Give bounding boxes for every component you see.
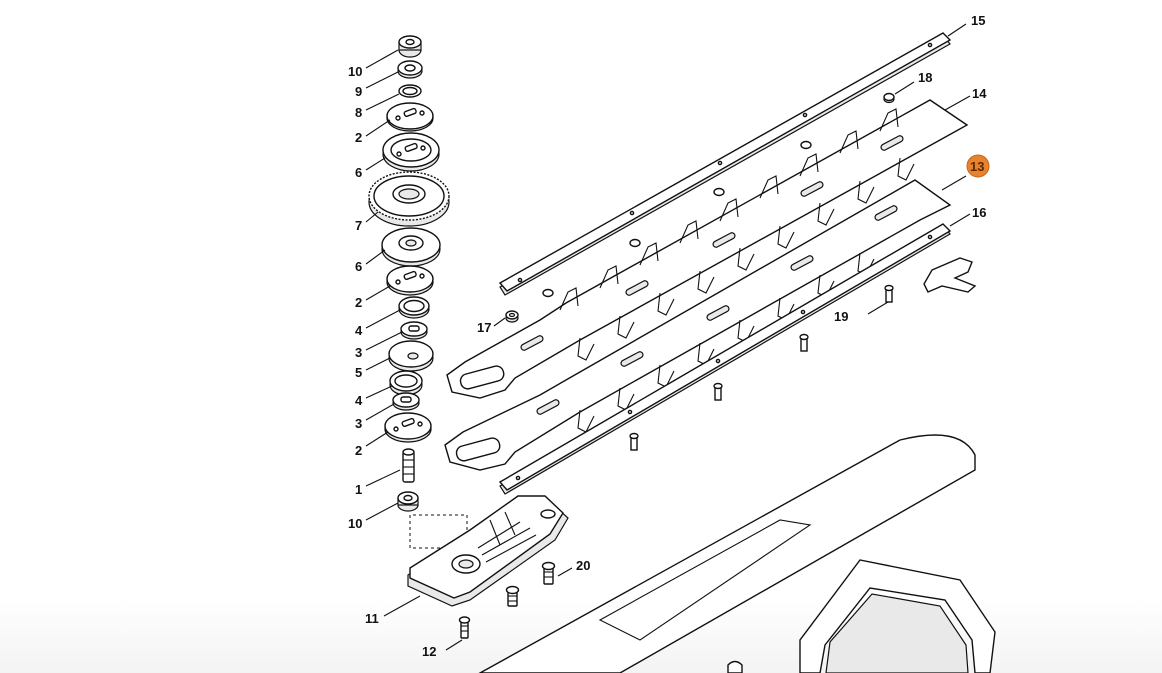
label-7: 7 bbox=[355, 218, 362, 233]
part-13-lower-blade[interactable] bbox=[444, 179, 952, 471]
label-10-bottom: 10 bbox=[348, 516, 362, 531]
label-3-lower: 3 bbox=[355, 416, 362, 431]
part-7-gear[interactable] bbox=[368, 171, 450, 227]
leader-lines bbox=[365, 23, 971, 651]
label-13: 13 bbox=[970, 159, 984, 174]
part-3-bushing-lower[interactable] bbox=[392, 392, 420, 411]
part-screw-housing[interactable] bbox=[505, 585, 520, 607]
part-2-plate-top[interactable] bbox=[386, 102, 434, 132]
part-10-bearing-bottom[interactable] bbox=[397, 491, 419, 512]
part-15-guide-bar[interactable] bbox=[498, 32, 952, 296]
part-stack bbox=[368, 35, 450, 512]
label-4-top: 4 bbox=[355, 323, 363, 338]
small-nuts bbox=[542, 140, 812, 298]
label-1: 1 bbox=[355, 482, 362, 497]
handle-loop[interactable] bbox=[799, 559, 996, 673]
part-2-plate-bottom[interactable] bbox=[384, 412, 432, 443]
label-6-top: 6 bbox=[355, 165, 362, 180]
blade-guard-cover[interactable] bbox=[478, 434, 976, 673]
label-18: 18 bbox=[918, 70, 932, 85]
label-2-top: 2 bbox=[355, 130, 362, 145]
part-4-ring-lower[interactable] bbox=[389, 370, 423, 396]
label-4-lower: 4 bbox=[355, 393, 363, 408]
part-16-bottom-bar[interactable] bbox=[498, 223, 952, 495]
part-19-bolts[interactable] bbox=[629, 284, 894, 451]
part-11-gear-housing[interactable] bbox=[407, 495, 569, 607]
callout-labels: 10 9 8 2 6 7 6 2 4 3 5 4 3 2 1 10 11 12 … bbox=[348, 13, 990, 659]
label-2-bottom: 2 bbox=[355, 443, 362, 458]
part-18-nut[interactable] bbox=[883, 92, 895, 104]
label-3-top: 3 bbox=[355, 345, 362, 360]
label-11: 11 bbox=[365, 611, 379, 626]
label-19: 19 bbox=[834, 309, 848, 324]
part-8-ring[interactable] bbox=[398, 84, 422, 98]
label-20: 20 bbox=[576, 558, 590, 573]
part-6-flange-lower[interactable] bbox=[381, 227, 441, 267]
part-12-screw[interactable] bbox=[458, 616, 471, 639]
part-end-cap[interactable] bbox=[923, 257, 977, 293]
label-14: 14 bbox=[972, 86, 987, 101]
label-2-middle: 2 bbox=[355, 295, 362, 310]
part-6-flange-top[interactable] bbox=[382, 132, 440, 172]
part-10-bearing-top[interactable] bbox=[398, 35, 422, 58]
part-4-ring-top[interactable] bbox=[398, 296, 430, 319]
part-9-washer[interactable] bbox=[397, 60, 423, 79]
label-15: 15 bbox=[971, 13, 985, 28]
label-12: 12 bbox=[422, 644, 436, 659]
part-20-screw[interactable] bbox=[541, 561, 556, 585]
highlight-marker-13 bbox=[966, 154, 990, 178]
part-1-shaft[interactable] bbox=[402, 448, 415, 483]
label-10-top: 10 bbox=[348, 64, 362, 79]
part-5-cup[interactable] bbox=[388, 340, 434, 372]
label-5: 5 bbox=[355, 365, 362, 380]
part-2-plate-middle[interactable] bbox=[386, 265, 434, 296]
label-6-lower: 6 bbox=[355, 259, 362, 274]
part-3-bushing-top[interactable] bbox=[400, 321, 428, 340]
label-8: 8 bbox=[355, 105, 362, 120]
part-17-nut[interactable] bbox=[505, 310, 519, 323]
part-14-upper-blade[interactable] bbox=[446, 99, 969, 399]
label-16: 16 bbox=[972, 205, 986, 220]
label-17: 17 bbox=[477, 320, 491, 335]
label-9: 9 bbox=[355, 84, 362, 99]
